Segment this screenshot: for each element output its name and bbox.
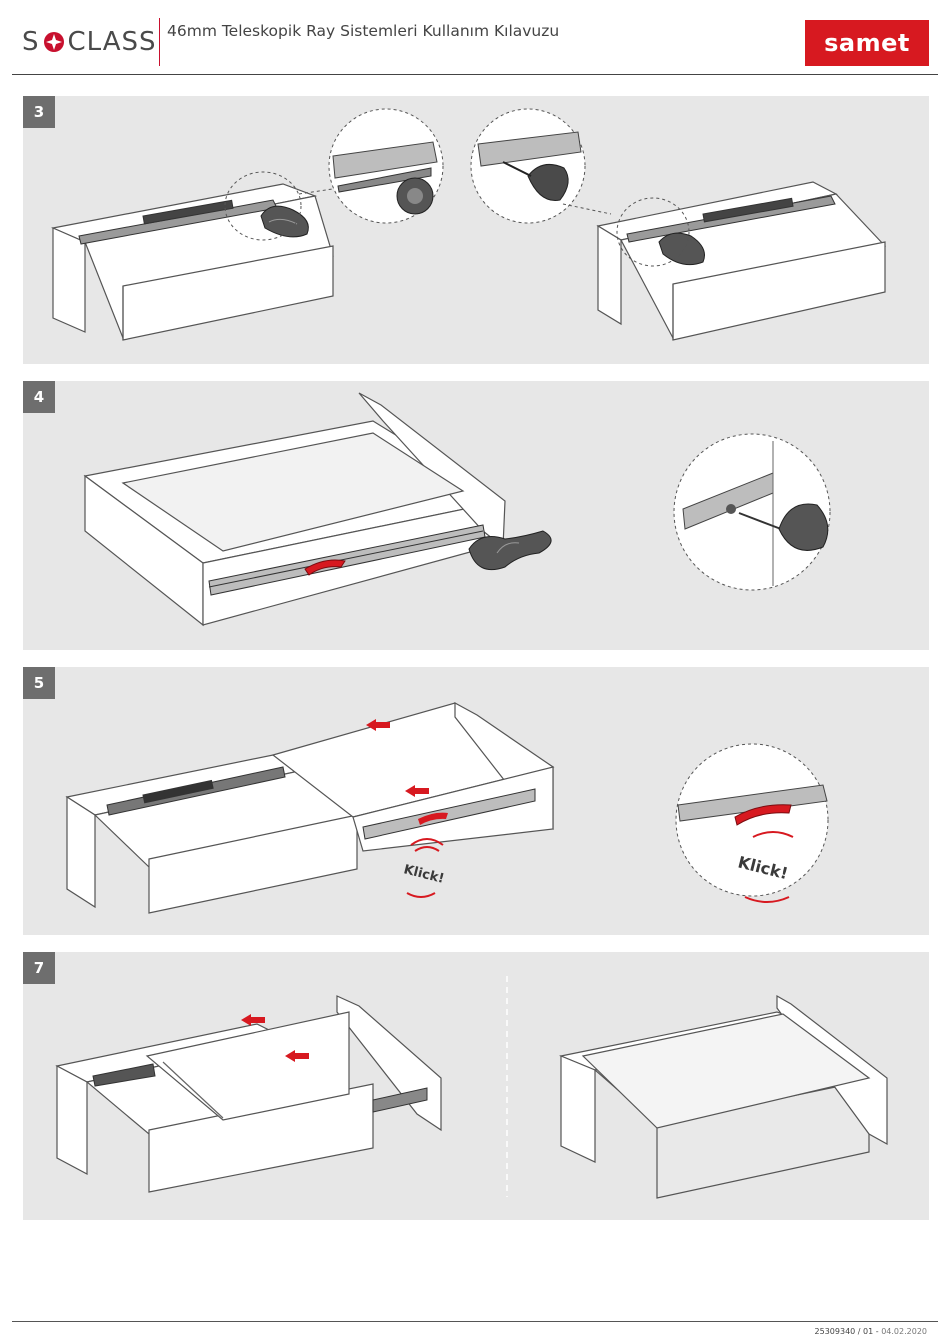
footer-date: 04.02.2020 [881,1327,927,1336]
drawer-box-right [598,182,885,340]
detail-circle-1 [329,109,443,223]
step-5-badge: 5 [23,667,55,699]
detail-circle-step4 [674,434,830,590]
step-7-badge: 7 [23,952,55,984]
detail-circle-2 [471,109,585,223]
step-3-badge: 3 [23,96,55,128]
page-header: S CLASS 46mm Teleskopik Ray Sistemleri K… [0,0,950,75]
logo-prefix: S [22,27,40,57]
step-5-illustration: Klick! Klick! [23,667,929,935]
so-class-logo: S CLASS [22,27,157,57]
samet-logo: samet [805,20,929,66]
step-4-panel: 4 [23,381,929,650]
document-title: 46mm Teleskopik Ray Sistemleri Kullanım … [167,22,559,40]
step-7-panel: 7 [23,952,929,1220]
drawer-box-step4 [85,393,505,625]
step-4-badge: 4 [23,381,55,413]
samet-logo-text: samet [824,29,910,57]
header-rule [12,74,938,75]
step-7-illustration [23,952,929,1220]
footer-rule [12,1321,938,1322]
logo-divider [159,18,160,66]
klick-label: Klick! [402,862,446,887]
logo-suffix: CLASS [68,27,157,57]
footer-doc-number: 25309340 / 01 - [815,1327,882,1336]
detail-circle-step5 [676,744,828,902]
cabinet-step7-right [561,996,887,1198]
footer-doc-code: 25309340 / 01 - 04.02.2020 [815,1327,927,1336]
step-3-illustration [23,96,929,364]
step-4-illustration [23,381,929,650]
logo-star-icon [43,31,65,53]
step-3-panel: 3 [23,96,929,364]
step-5-panel: Klick! Klick! 5 [23,667,929,935]
